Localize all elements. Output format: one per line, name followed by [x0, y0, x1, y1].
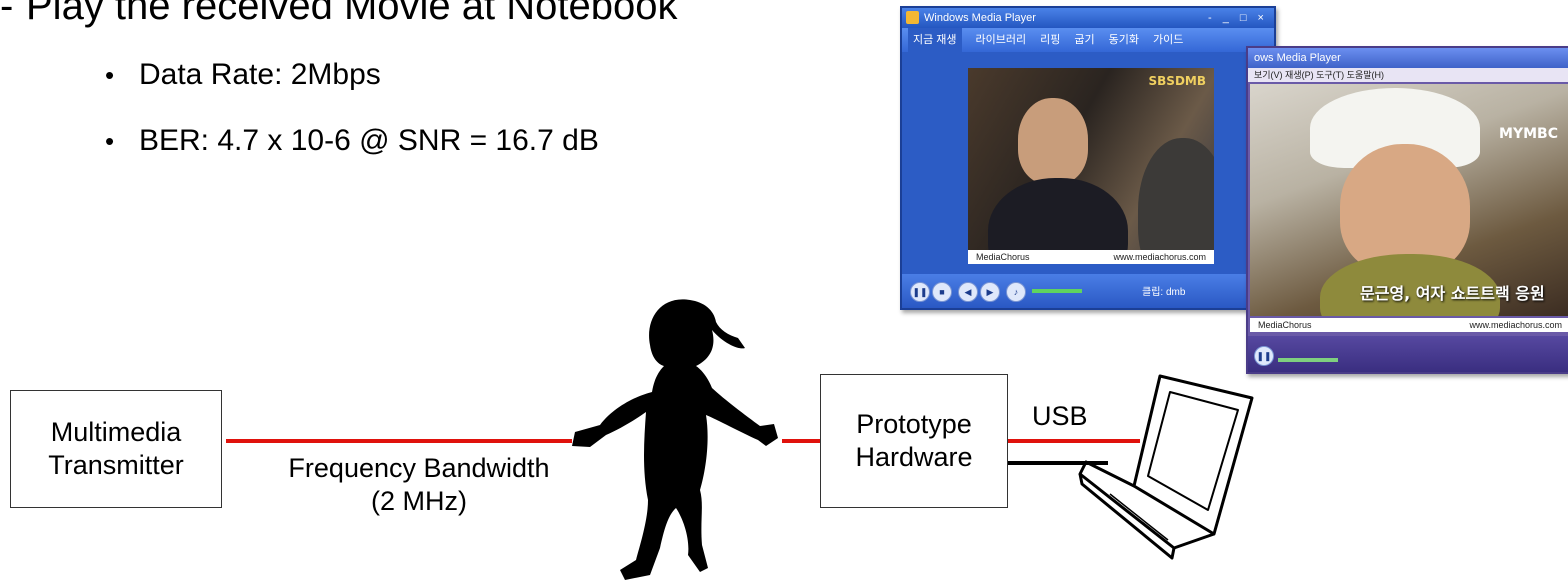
player1-caption-bar: MediaChorus www.mediachorus.com — [968, 250, 1214, 264]
usb-label: USB — [1032, 401, 1088, 431]
bullet-dot-icon: • — [105, 60, 115, 90]
window-controls[interactable]: - _ □ × — [1207, 12, 1268, 24]
media-player-window-1: Windows Media Player - _ □ × 지금 재생 라이브러리… — [900, 6, 1276, 310]
tab-burn[interactable]: 굽기 — [1074, 34, 1095, 46]
player2-menu[interactable]: 보기(V) 재생(P) 도구(T) 도움말(H) — [1248, 68, 1568, 82]
player1-tabs: 지금 재생 라이브러리 리핑 굽기 동기화 가이드 — [902, 28, 1274, 52]
channel-logo: SBSDMB — [1148, 74, 1206, 88]
pause-button[interactable]: ❚❚ — [910, 282, 930, 302]
scarf — [1320, 254, 1500, 316]
player2-titlebar: ows Media Player — [1248, 48, 1568, 68]
media-player-window-2: ows Media Player 보기(V) 재생(P) 도구(T) 도움말(H… — [1246, 46, 1568, 374]
actor-face — [1018, 98, 1088, 184]
stop-button[interactable]: ■ — [932, 282, 952, 302]
tab-now-playing[interactable]: 지금 재생 — [908, 28, 962, 52]
laptop-icon — [1078, 374, 1254, 560]
korean-subtitle: 문근영, 여자 쇼트트랙 응원 — [1360, 284, 1545, 303]
actor-back — [1138, 138, 1214, 264]
player2-caption-bar: MediaChorus www.mediachorus.com — [1250, 318, 1568, 332]
previous-button[interactable]: ◀ — [958, 282, 978, 302]
bullet-dot-icon: • — [105, 126, 115, 156]
bullet-ber: •BER: 4.7 x 10-6 @ SNR = 16.7 dB — [105, 124, 599, 157]
tab-sync[interactable]: 동기화 — [1108, 34, 1140, 46]
volume-slider[interactable] — [1278, 358, 1338, 362]
slide-heading: -Play the received Movie at Notebook — [0, 0, 677, 29]
actor-suit — [988, 178, 1128, 264]
player1-controls: ❚❚ ■ ◀ ▶ ♪ 클립: dmb — [902, 274, 1274, 308]
next-button[interactable]: ▶ — [980, 282, 1000, 302]
bandwidth-label: Frequency Bandwidth(2 MHz) — [288, 453, 550, 516]
media-player-app-icon — [906, 11, 919, 24]
mute-button[interactable]: ♪ — [1006, 282, 1026, 302]
person-silhouette-icon — [572, 299, 778, 580]
actress-face — [1340, 144, 1470, 274]
player1-titlebar: Windows Media Player - _ □ × — [902, 8, 1274, 28]
player2-video: MYMBC 문근영, 여자 쇼트트랙 응원 — [1250, 84, 1568, 316]
tab-guide[interactable]: 가이드 — [1153, 34, 1184, 46]
pause-button[interactable]: ❚❚ — [1254, 346, 1274, 366]
bullet-data-rate: •Data Rate: 2Mbps — [105, 58, 381, 91]
status-text: 클립: dmb — [1142, 287, 1186, 298]
player2-controls: ❚❚ — [1248, 336, 1568, 372]
channel-logo: MYMBC — [1499, 126, 1558, 142]
tab-rip[interactable]: 리핑 — [1040, 34, 1061, 46]
volume-slider[interactable] — [1032, 289, 1082, 293]
player1-video: SBSDMB MediaChorus www.mediachorus.com — [968, 68, 1214, 264]
tab-library[interactable]: 라이브러리 — [975, 34, 1027, 46]
heading-text: Play the received Movie at Notebook — [26, 0, 678, 28]
